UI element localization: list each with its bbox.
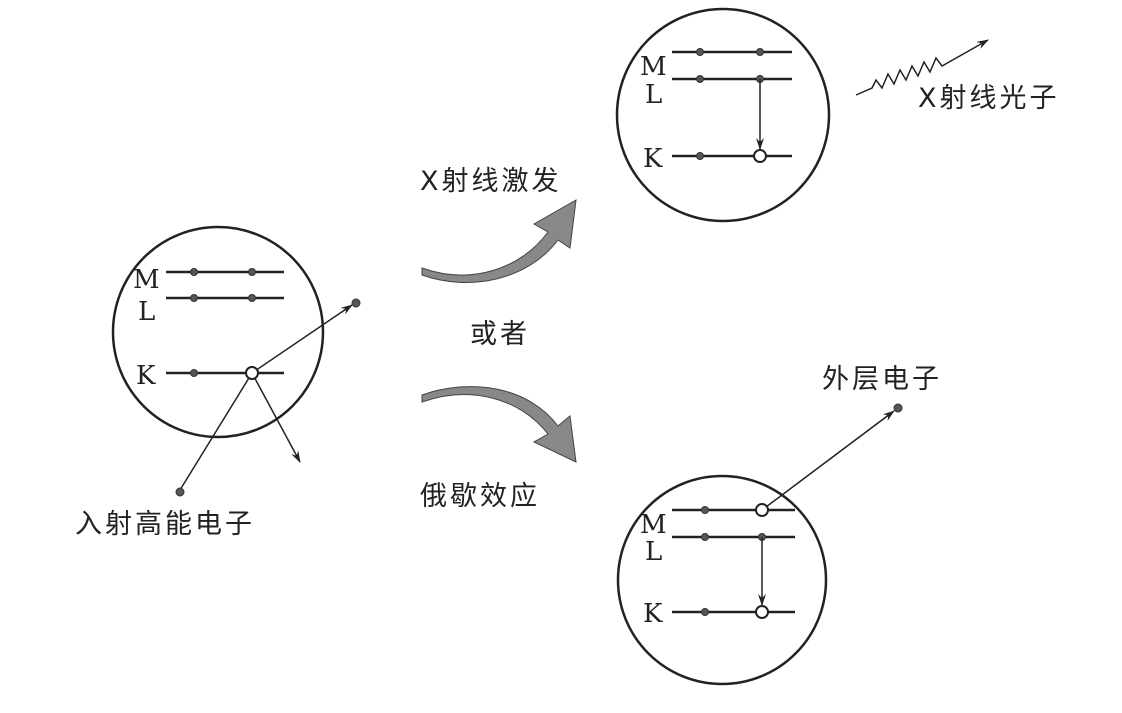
atom-initial: M L K [111,225,361,497]
shell-label-k: K [643,599,663,629]
ejected-electron-dot [351,298,361,308]
shell-label-k: K [136,361,156,391]
shell-label-m: M [133,265,160,295]
shell-label-m: M [640,52,667,82]
atom-auger: M L K [616,403,903,686]
auger-effect-label: 俄歇效应 [420,481,540,512]
xray-excitation-label: X射线激发 [420,166,562,197]
xray-photon-wave [855,39,989,96]
shell-label-l: L [645,537,662,567]
or-label: 或者 [470,319,530,350]
xray-photon-label: X射线光子 [918,83,1060,114]
shell-label-l: L [138,297,155,327]
shell-label-k: K [643,144,663,174]
outer-electron-label: 外层电子 [822,364,942,395]
incident-electron-label: 入射高能电子 [75,509,255,540]
curved-arrow-down [421,386,577,463]
auger-electron-dot [893,403,903,413]
k-vacancy [245,366,259,380]
shell-label-m: M [640,510,667,540]
shell-label-l: L [645,80,662,110]
incident-electron-dot [175,487,185,497]
curved-arrow-up [421,199,577,283]
atom-xray-emission: M L K [615,7,831,223]
